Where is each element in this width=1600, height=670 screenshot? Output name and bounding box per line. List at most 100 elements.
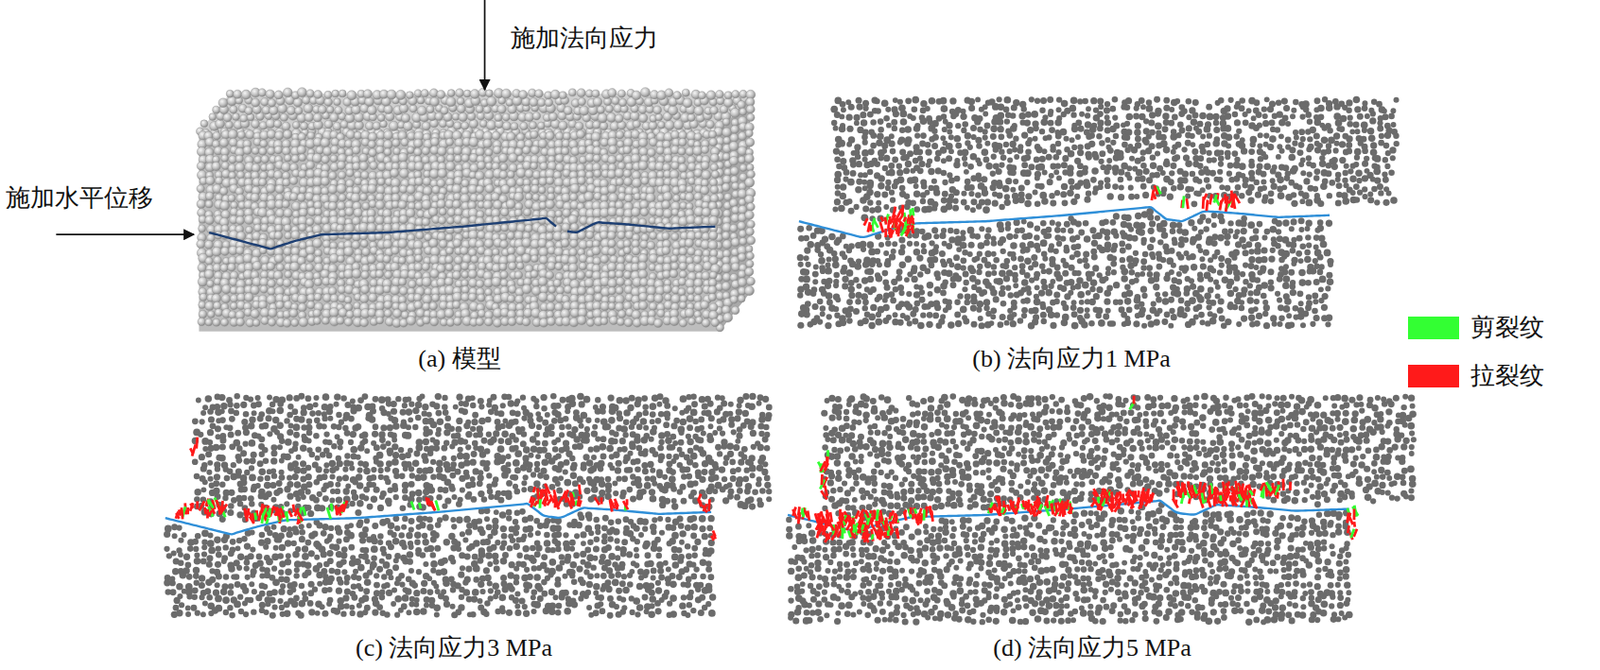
particle (251, 98, 261, 107)
particle (631, 246, 641, 256)
particle (314, 249, 323, 258)
particle (747, 220, 756, 229)
particle (522, 185, 532, 194)
particle (746, 104, 755, 114)
particle (657, 121, 665, 129)
particle (722, 118, 731, 126)
particle (656, 171, 664, 179)
particle (746, 252, 755, 261)
particle (438, 240, 448, 249)
particle (283, 154, 292, 162)
particle (608, 155, 617, 164)
particle (729, 141, 739, 152)
particle (545, 199, 556, 209)
particle (485, 288, 493, 296)
particle (530, 145, 540, 155)
particle (688, 177, 696, 186)
particle (546, 261, 556, 271)
particle (428, 238, 438, 248)
particle (479, 120, 487, 128)
particle (398, 257, 406, 265)
particle (351, 104, 362, 115)
particle (539, 177, 548, 187)
particle (737, 222, 747, 231)
particle (538, 292, 548, 302)
particle (591, 132, 601, 142)
particle (671, 294, 681, 304)
particle (428, 207, 438, 217)
particle (664, 120, 675, 130)
particle (638, 138, 648, 148)
particle (708, 240, 718, 250)
particle (328, 171, 337, 180)
particle (305, 160, 314, 170)
particle (730, 306, 740, 315)
particle (695, 231, 703, 240)
particle (746, 260, 754, 268)
particle (332, 121, 342, 131)
particle (638, 269, 648, 279)
particle (687, 247, 696, 257)
particle (577, 145, 587, 155)
particle (600, 255, 609, 264)
particle (396, 89, 406, 100)
particle (453, 155, 462, 163)
particle (221, 155, 229, 163)
particle (375, 215, 384, 225)
particle (260, 139, 268, 148)
particle (638, 292, 647, 301)
particle (678, 278, 686, 286)
particle (544, 98, 554, 107)
particle (227, 194, 236, 203)
particle (302, 96, 311, 105)
particle (313, 113, 322, 122)
particle (392, 139, 401, 148)
particle (615, 208, 626, 218)
particle (298, 154, 307, 162)
particle (654, 294, 664, 304)
particle (266, 129, 276, 139)
particle (437, 146, 448, 157)
particle (710, 163, 718, 172)
particle (615, 177, 624, 186)
particle (739, 237, 748, 245)
particle (296, 87, 307, 98)
particle (638, 160, 648, 171)
particle (608, 287, 616, 296)
particle (516, 168, 526, 178)
particle (530, 184, 540, 193)
particle (305, 245, 315, 256)
particle (353, 131, 362, 140)
particle (289, 176, 298, 186)
particle (366, 105, 377, 116)
particle (196, 185, 205, 193)
particle (607, 262, 617, 273)
particle (585, 270, 593, 279)
particle (359, 192, 367, 201)
particle (315, 146, 325, 156)
particle (614, 168, 625, 178)
particle (291, 155, 299, 163)
particle (421, 121, 431, 131)
particle (258, 88, 267, 98)
particle (577, 97, 586, 105)
particle (454, 88, 464, 98)
particle (293, 98, 302, 107)
particle (463, 89, 471, 98)
particle (445, 246, 453, 255)
particle (317, 104, 327, 114)
particle (615, 130, 625, 140)
particle (469, 137, 479, 147)
particle (745, 129, 753, 138)
particle (453, 192, 462, 201)
particle (608, 247, 617, 257)
particle (615, 270, 625, 279)
particle (721, 231, 731, 241)
particle (722, 240, 732, 250)
particle (521, 238, 532, 248)
particle (701, 208, 712, 218)
particle (711, 170, 719, 178)
particle (398, 200, 407, 209)
particle (382, 139, 393, 150)
particle (694, 133, 702, 141)
